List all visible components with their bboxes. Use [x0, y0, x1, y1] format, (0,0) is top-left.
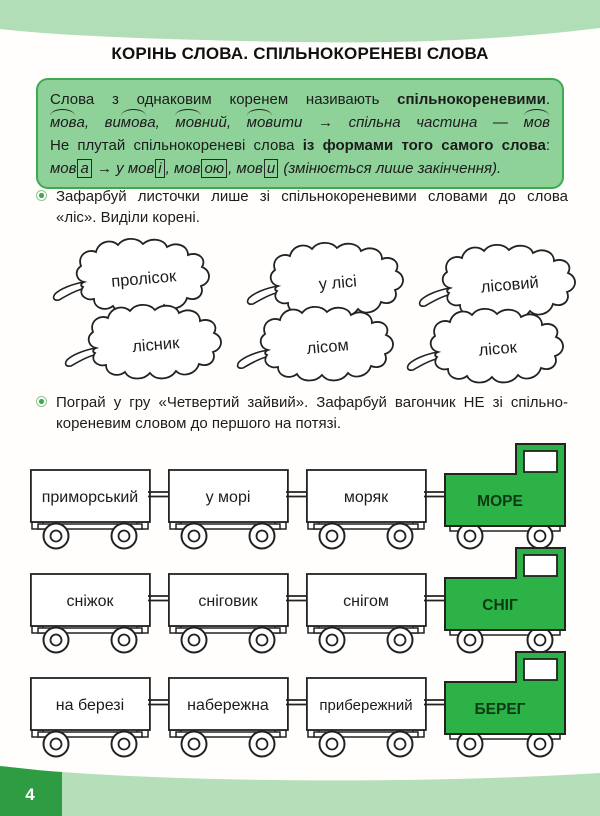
- wagon-word: на березі: [56, 697, 124, 714]
- exercise-1: Зафарбуй листочки лише зі спільнокоренев…: [36, 186, 568, 228]
- locomotive: МОРЕ: [444, 443, 566, 550]
- wagon-word: моряк: [344, 489, 389, 506]
- wagon[interactable]: сніжок: [30, 573, 151, 654]
- leaf-4[interactable]: лісник: [62, 302, 242, 386]
- coupling: [286, 595, 308, 602]
- wagon-word: приморський: [42, 489, 139, 506]
- wagon[interactable]: у морі: [167, 469, 289, 550]
- leaf-5[interactable]: лісом: [234, 304, 414, 388]
- wagon-word: прибережний: [319, 697, 412, 714]
- locomotive-word: БЕРЕГ: [475, 701, 526, 718]
- rule-line-3: Не плутай спільнокореневі слова із форма…: [50, 137, 550, 154]
- rule-line-2: мова, вимова, мовний, мовити → спільна ч…: [50, 109, 550, 134]
- cab-window: [523, 554, 558, 577]
- locomotive: СНІГ: [444, 547, 566, 654]
- locomotive-word: МОРЕ: [477, 493, 523, 510]
- wagon-word: сніжок: [67, 593, 115, 610]
- leaf-word: лісник: [131, 334, 180, 356]
- leaf-2[interactable]: у лісі: [244, 240, 424, 324]
- page-title: КОРІНЬ СЛОВА. СПІЛЬНОКОРЕНЕВІ СЛОВА: [111, 44, 489, 63]
- page-number-block: [0, 766, 62, 816]
- coupling: [424, 595, 446, 602]
- wagon[interactable]: прибережний: [305, 677, 427, 758]
- exercise-1-text-line-2: «ліс». Виділи корені.: [56, 209, 200, 226]
- exercise-1-text: Зафарбуй листочки лише зі спільнокоренев…: [56, 186, 568, 228]
- coupling: [148, 595, 170, 602]
- leaf-word: лісок: [478, 338, 518, 359]
- wagon-word: снігом: [343, 593, 389, 610]
- locomotive-word: СНІГ: [482, 597, 518, 614]
- wagon[interactable]: приморський: [30, 469, 151, 550]
- coupling: [424, 491, 446, 498]
- coupling: [424, 699, 446, 706]
- train-2: сніжок сніговик снігом: [30, 547, 566, 654]
- rule-line-1: Слова з однаковим коренем називають спіл…: [50, 91, 550, 108]
- train-1: приморський у морі моряк: [30, 443, 566, 550]
- exercise-bullet-icon: [36, 396, 47, 407]
- wagon[interactable]: моряк: [305, 469, 427, 550]
- coupling: [286, 699, 308, 706]
- exercise-2-text-line-2: кореневим словом до першого на потязі.: [56, 415, 341, 432]
- wagon[interactable]: на березі: [30, 677, 151, 758]
- exercise-bullet-icon: [36, 190, 47, 201]
- top-band-decoration: [0, 0, 600, 43]
- coupling: [148, 491, 170, 498]
- coupling: [286, 491, 308, 498]
- cab-window: [523, 450, 558, 473]
- leaf-word: лісом: [306, 336, 350, 358]
- leaf-1[interactable]: пролісок: [50, 236, 230, 320]
- leaf-word: лісовий: [480, 274, 539, 297]
- page-number: 4: [25, 785, 35, 804]
- bottom-band-decoration: 4: [0, 766, 600, 816]
- train-3: на березі набережна прибережний: [30, 651, 566, 758]
- locomotive: БЕРЕГ: [444, 651, 566, 758]
- leaf-word: у лісі: [318, 272, 357, 293]
- coupling: [148, 699, 170, 706]
- exercise-2-text: Пограй у гру «Четвертий зайвий». Зафарбу…: [56, 392, 568, 434]
- exercise-2: Пограй у гру «Четвертий зайвий». Зафарбу…: [36, 392, 568, 434]
- wagon-word: сніговик: [198, 593, 258, 610]
- leaf-word: пролісок: [111, 267, 178, 291]
- leaf-3[interactable]: лісовий: [416, 242, 596, 326]
- exercise-1-text-line-1: Зафарбуй листочки лише зі спільнокоренев…: [56, 188, 568, 205]
- wagon[interactable]: набережна: [167, 677, 289, 758]
- wagon-word: у морі: [206, 489, 251, 506]
- leaves-group: пролісок у лісі лісовий лісник лісом ліс…: [0, 230, 600, 392]
- wagon[interactable]: снігом: [305, 573, 427, 654]
- leaf-6[interactable]: лісок: [404, 306, 584, 390]
- exercise-2-text-line-1: Пограй у гру «Четвертий зайвий». Зафарбу…: [56, 394, 568, 411]
- wagon[interactable]: сніговик: [167, 573, 289, 654]
- cab-window: [523, 658, 558, 681]
- wagon-word: набережна: [187, 697, 269, 714]
- rule-box: Слова з однаковим коренем називають спіл…: [36, 78, 564, 189]
